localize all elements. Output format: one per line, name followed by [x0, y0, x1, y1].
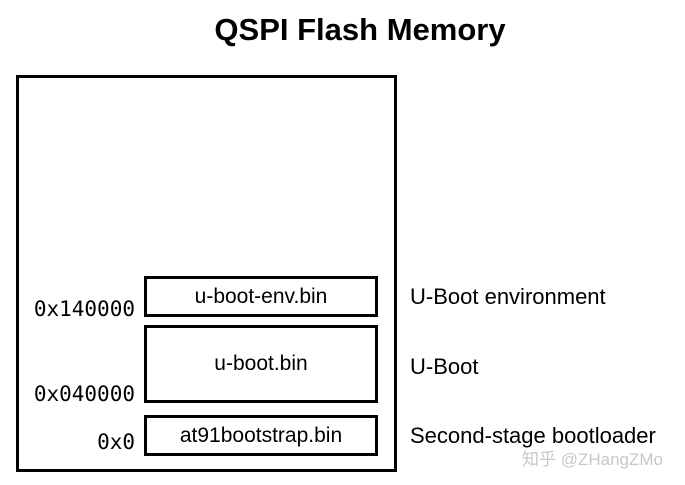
region-box-at91bootstrap: at91bootstrap.bin	[144, 415, 378, 456]
region-box-u-boot-env: u-boot-env.bin	[144, 276, 378, 317]
flash-memory-outline	[16, 75, 397, 472]
region-file-label: at91bootstrap.bin	[179, 423, 343, 447]
region-address-at91bootstrap: 0x0	[97, 430, 135, 454]
region-address-u-boot: 0x040000	[33, 382, 135, 406]
region-description-u-boot: U-Boot	[410, 354, 479, 379]
region-file-label: u-boot.bin	[214, 352, 308, 375]
region-description-u-boot-env: U-Boot environment	[410, 284, 606, 309]
region-description-at91bootstrap: Second-stage bootloader	[410, 423, 656, 448]
region-box-u-boot: u-boot.bin	[144, 325, 378, 403]
region-file-label: u-boot-env.bin	[194, 284, 328, 308]
page-title: QSPI Flash Memory	[214, 12, 506, 47]
region-address-u-boot-env: 0x140000	[33, 297, 135, 321]
watermark: 知乎 @ZHangZMo	[521, 450, 663, 469]
